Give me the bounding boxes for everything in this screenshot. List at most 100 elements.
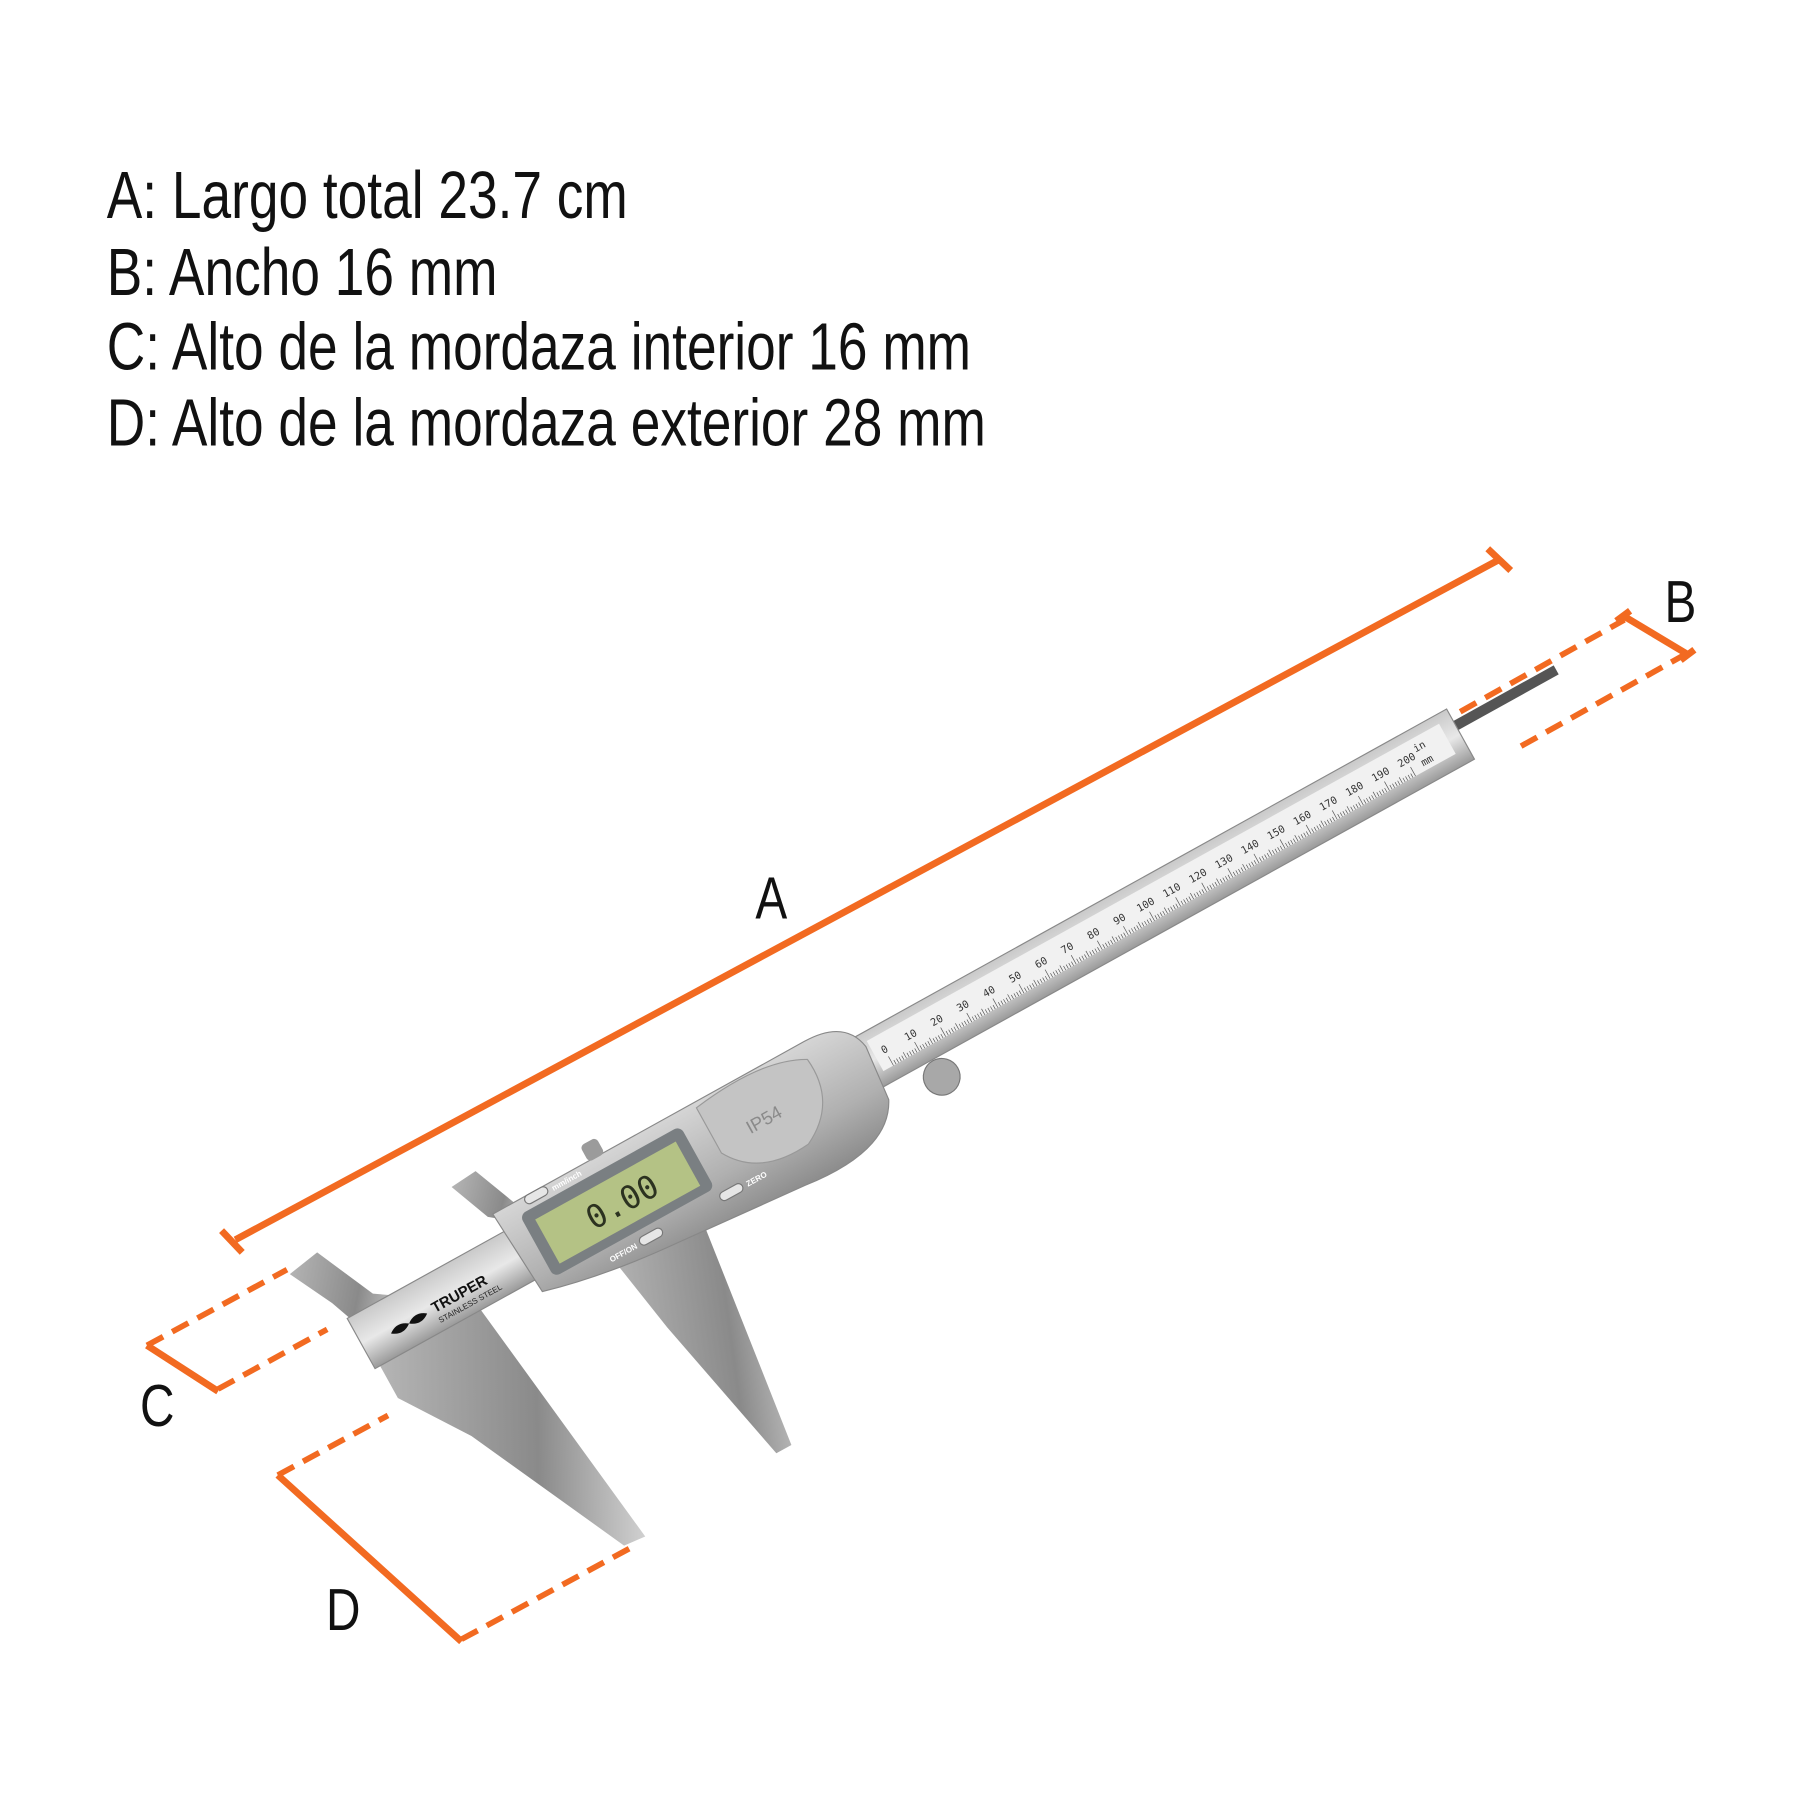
scale-tick xyxy=(1240,867,1244,872)
scale-tick xyxy=(992,998,999,1008)
dimension-c-label: C xyxy=(140,1373,174,1439)
scale-tick xyxy=(1266,852,1270,858)
scale-tick xyxy=(1196,892,1200,897)
scale-tick xyxy=(901,1055,905,1060)
unit-button[interactable] xyxy=(523,1185,550,1205)
scale-tick xyxy=(1131,928,1134,933)
scale-tick xyxy=(909,1051,913,1056)
scale-tick xyxy=(1337,813,1341,819)
scale-tick xyxy=(1163,907,1168,914)
scale-tick xyxy=(984,1009,988,1014)
scale-tick xyxy=(1081,955,1085,961)
dimension-a-label: A xyxy=(755,865,787,931)
scale-tick xyxy=(1094,948,1098,953)
scale-tick xyxy=(1294,835,1299,842)
scale-tick xyxy=(1261,855,1265,861)
scale-tick xyxy=(1133,926,1137,932)
spec-width: B: Ancho 16 mm xyxy=(107,234,498,309)
scale-tick xyxy=(1042,977,1046,982)
scale-tick xyxy=(1193,893,1197,898)
scale-tick xyxy=(1253,860,1257,865)
scale-tick xyxy=(1091,949,1095,955)
scale-tick xyxy=(1329,818,1333,823)
scale-tick xyxy=(1185,897,1189,903)
scale-tick xyxy=(1175,897,1181,907)
scale-tick xyxy=(1118,935,1121,940)
scale-tick xyxy=(1104,942,1108,948)
scale-label: 80 xyxy=(1085,926,1102,943)
lcd-screen xyxy=(535,1141,701,1264)
scale-tick xyxy=(1300,834,1304,839)
scale-tick xyxy=(1371,795,1375,800)
scale-tick xyxy=(1227,868,1234,878)
scale-label: 20 xyxy=(929,1013,946,1030)
scale-tick xyxy=(1410,773,1414,778)
scale-tick xyxy=(1235,870,1239,875)
scale-tick xyxy=(1305,824,1312,835)
scale-tick xyxy=(1368,796,1372,801)
dimension-b-label: B xyxy=(1665,569,1697,635)
scale-tick xyxy=(990,1006,993,1011)
scale-tick xyxy=(1065,964,1069,969)
scale-tick xyxy=(1055,970,1059,975)
scale-tick xyxy=(1018,990,1022,995)
scale-tick xyxy=(1005,997,1009,1002)
scale-tick xyxy=(1345,809,1348,814)
thumb-roller[interactable] xyxy=(917,1052,967,1102)
scale-tick xyxy=(1102,944,1106,949)
scale-tick xyxy=(1248,863,1252,868)
moving-outer-jaw xyxy=(602,1195,792,1454)
zero-button[interactable] xyxy=(718,1182,745,1202)
scale-tick xyxy=(1137,921,1142,929)
scale-label: 0 xyxy=(879,1043,890,1057)
battery-cover xyxy=(695,1058,824,1164)
scale-tick xyxy=(974,1015,978,1020)
scale-tick xyxy=(1172,905,1176,910)
scale-tick xyxy=(1219,878,1223,884)
scale-tick xyxy=(1272,850,1275,855)
scale-tick xyxy=(1326,819,1330,825)
scale-tick xyxy=(1227,874,1231,879)
scale-tick xyxy=(1392,783,1395,788)
scale-tick xyxy=(1097,947,1100,952)
lock-screw[interactable] xyxy=(580,1137,605,1162)
scale-tick xyxy=(1058,968,1061,974)
scale-tick xyxy=(928,1037,933,1044)
scale-tick xyxy=(1044,975,1048,981)
scale-tick xyxy=(927,1041,931,1046)
scale-tick xyxy=(1292,838,1296,843)
scale-tick xyxy=(1402,777,1406,783)
scale-tick xyxy=(1381,789,1385,794)
scale-tick xyxy=(1303,832,1307,838)
scale-tick xyxy=(1407,774,1411,780)
scale-tick xyxy=(1376,792,1380,797)
scale-tick xyxy=(1384,787,1388,793)
scale-tick xyxy=(945,1030,949,1036)
scale-tick xyxy=(1212,883,1215,888)
scale-ticks xyxy=(888,766,1416,1066)
scale-tick xyxy=(1216,878,1221,885)
scale-tick xyxy=(1346,806,1351,813)
power-button[interactable] xyxy=(638,1227,665,1247)
scale-tick xyxy=(1031,983,1035,988)
scale-tick xyxy=(1279,845,1283,851)
scale-tick xyxy=(1379,790,1382,796)
scale-unit-mm: mm xyxy=(1419,753,1436,770)
scale-tick xyxy=(1059,965,1064,972)
scale-tick xyxy=(1279,839,1286,849)
scale-tick xyxy=(1324,821,1328,826)
fixed-outer-jaw xyxy=(378,1307,646,1546)
dimension-d-label: D xyxy=(326,1577,360,1643)
scale-tick xyxy=(1018,983,1025,994)
scale-tick xyxy=(953,1026,957,1031)
scale-tick xyxy=(1198,890,1202,895)
scale-tick xyxy=(1175,903,1179,908)
scale-tick xyxy=(992,1004,996,1010)
scale-tick xyxy=(1162,910,1166,916)
scale-tick xyxy=(1000,1000,1004,1005)
scale-tick xyxy=(1141,922,1145,927)
scale-tick xyxy=(966,1012,973,1023)
scale-tick xyxy=(1287,841,1291,846)
scale-tick xyxy=(1363,799,1367,804)
